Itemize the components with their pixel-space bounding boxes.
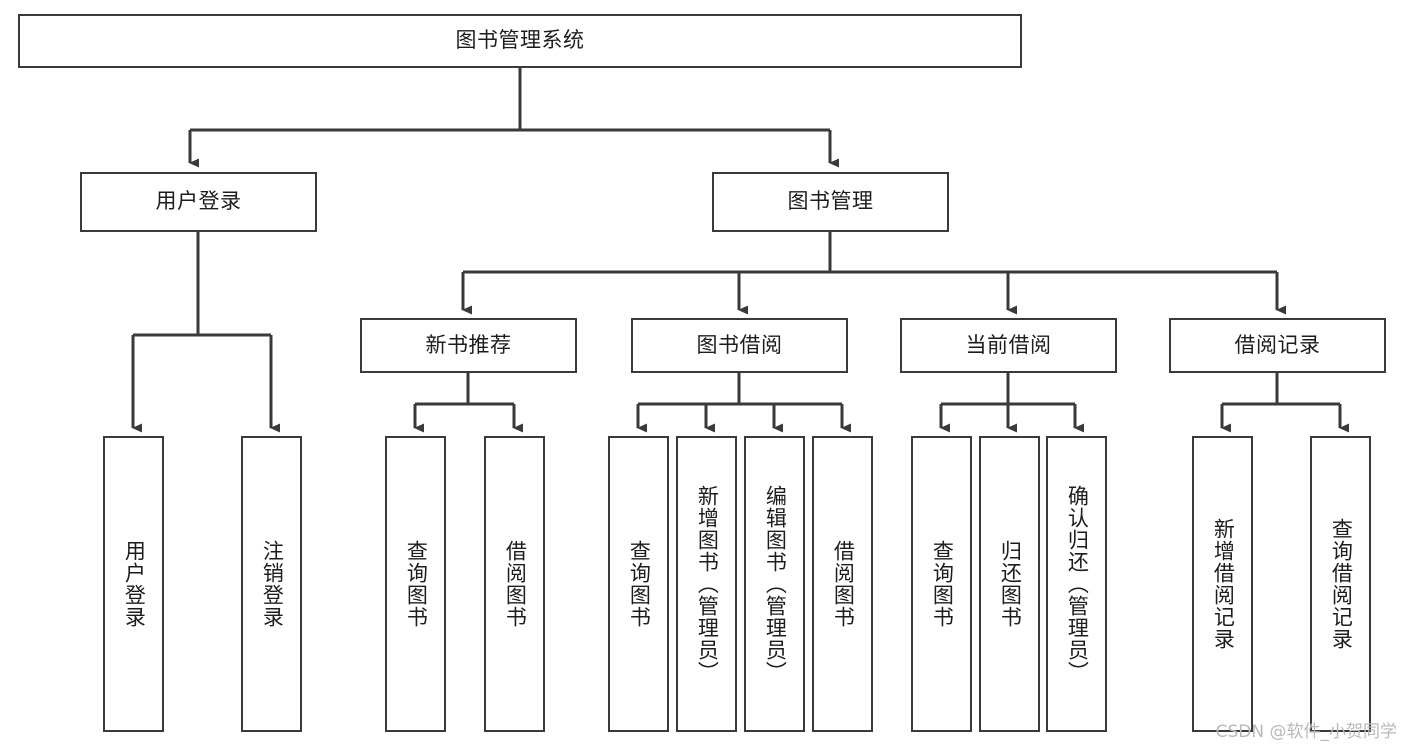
node-book-borrow[interactable]: 图书借阅: [631, 318, 848, 373]
leaf-user-login[interactable]: 用户登录: [103, 436, 164, 732]
leaf-logout-login-label: 注销登录: [260, 540, 285, 628]
leaf-borrow-book-2[interactable]: 借阅图书: [812, 436, 873, 732]
node-user-login[interactable]: 用户登录: [80, 172, 317, 232]
leaf-logout-login[interactable]: 注销登录: [241, 436, 302, 732]
node-borrow-record[interactable]: 借阅记录: [1169, 318, 1386, 373]
node-current-borrow-label: 当前借阅: [965, 332, 1052, 357]
leaf-query-record[interactable]: 查询借阅记录: [1310, 436, 1371, 732]
leaf-confirm-return-label: 确认归还（管理员）: [1065, 485, 1090, 683]
node-new-book-rec[interactable]: 新书推荐: [360, 318, 577, 373]
leaf-return-book-label: 归还图书: [998, 540, 1023, 628]
leaf-borrow-book-1-label: 借阅图书: [503, 540, 528, 628]
leaf-query-book-3[interactable]: 查询图书: [911, 436, 972, 732]
leaf-query-book-1[interactable]: 查询图书: [385, 436, 446, 732]
node-borrow-record-label: 借阅记录: [1234, 332, 1321, 357]
leaf-edit-book[interactable]: 编辑图书（管理员）: [744, 436, 805, 732]
leaf-query-book-1-label: 查询图书: [404, 540, 429, 628]
node-new-book-rec-label: 新书推荐: [425, 332, 512, 357]
node-book-borrow-label: 图书借阅: [696, 332, 783, 357]
leaf-query-book-2[interactable]: 查询图书: [608, 436, 669, 732]
leaf-borrow-book-1[interactable]: 借阅图书: [484, 436, 545, 732]
leaf-query-book-2-label: 查询图书: [627, 540, 652, 628]
node-user-login-label: 用户登录: [155, 189, 242, 214]
leaf-add-book-label: 新增图书（管理员）: [695, 485, 720, 683]
node-book-manage[interactable]: 图书管理: [712, 172, 949, 232]
leaf-add-book[interactable]: 新增图书（管理员）: [676, 436, 737, 732]
leaf-borrow-book-2-label: 借阅图书: [831, 540, 856, 628]
leaf-query-book-3-label: 查询图书: [930, 540, 955, 628]
leaf-add-record[interactable]: 新增借阅记录: [1192, 436, 1253, 732]
csdn-watermark: CSDN @软件_小贺同学: [1215, 722, 1397, 742]
leaf-query-record-label: 查询借阅记录: [1329, 518, 1354, 650]
leaf-user-login-label: 用户登录: [122, 540, 147, 628]
node-root[interactable]: 图书管理系统: [18, 14, 1022, 68]
node-book-manage-label: 图书管理: [787, 189, 874, 214]
leaf-add-record-label: 新增借阅记录: [1211, 518, 1236, 650]
node-current-borrow[interactable]: 当前借阅: [900, 318, 1117, 373]
leaf-confirm-return[interactable]: 确认归还（管理员）: [1046, 436, 1107, 732]
leaf-return-book[interactable]: 归还图书: [979, 436, 1040, 732]
leaf-edit-book-label: 编辑图书（管理员）: [763, 485, 788, 683]
node-root-label: 图书管理系统: [455, 28, 585, 53]
